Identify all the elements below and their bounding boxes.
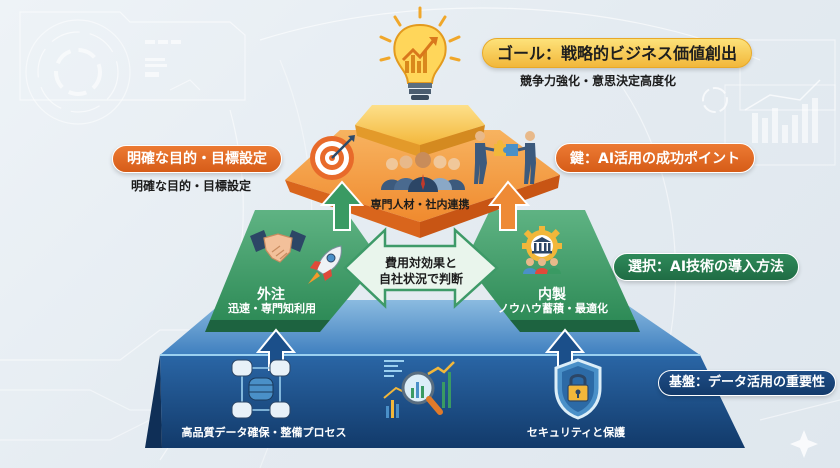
center-arrow-line1: 費用対効果と [384,256,457,270]
top-tier-label: 専門人材・社内連携 [370,198,470,211]
foundation-badge: 基盤：データ活用の重要性 [658,370,837,396]
puzzle-collaboration-icon [474,131,536,184]
team-people-icon [381,152,465,192]
objective-title-badge: 明確な目的・目標設定 [112,145,282,173]
lightbulb-growth-icon [379,6,461,100]
goal-title-badge: ゴール：戦略的ビジネス価値創出 [482,38,753,68]
key-success-badge: 鍵：AI活用の成功ポイント [555,143,756,173]
center-arrow-line2: 自社状況で判断 [378,272,463,286]
target-icon [310,135,355,180]
gear-institution-icon [522,226,562,274]
handshake-icon [250,230,306,263]
outsourcing-title: 外注 [257,287,285,303]
base-security-label: セキュリティと保護 [526,426,626,439]
outsourcing-subtitle: 迅速・専門知利用 [228,302,316,315]
shield-lock-icon [554,358,602,420]
goal-subtitle: 競争力強化・意思決定高度化 [520,74,677,88]
inhouse-subtitle: ノウハウ蓄積・最適化 [498,302,608,315]
rocket-icon [308,245,342,284]
magnifier-chart-icon [383,360,455,418]
objective-subtitle: 明確な目的・目標設定 [131,179,252,193]
selection-method-badge: 選択：AI技術の導入方法 [613,253,800,281]
base-data-quality-label: 高品質データ確保・整備プロセス [181,426,347,439]
database-network-icon [231,359,291,419]
inhouse-title: 内製 [538,287,566,303]
